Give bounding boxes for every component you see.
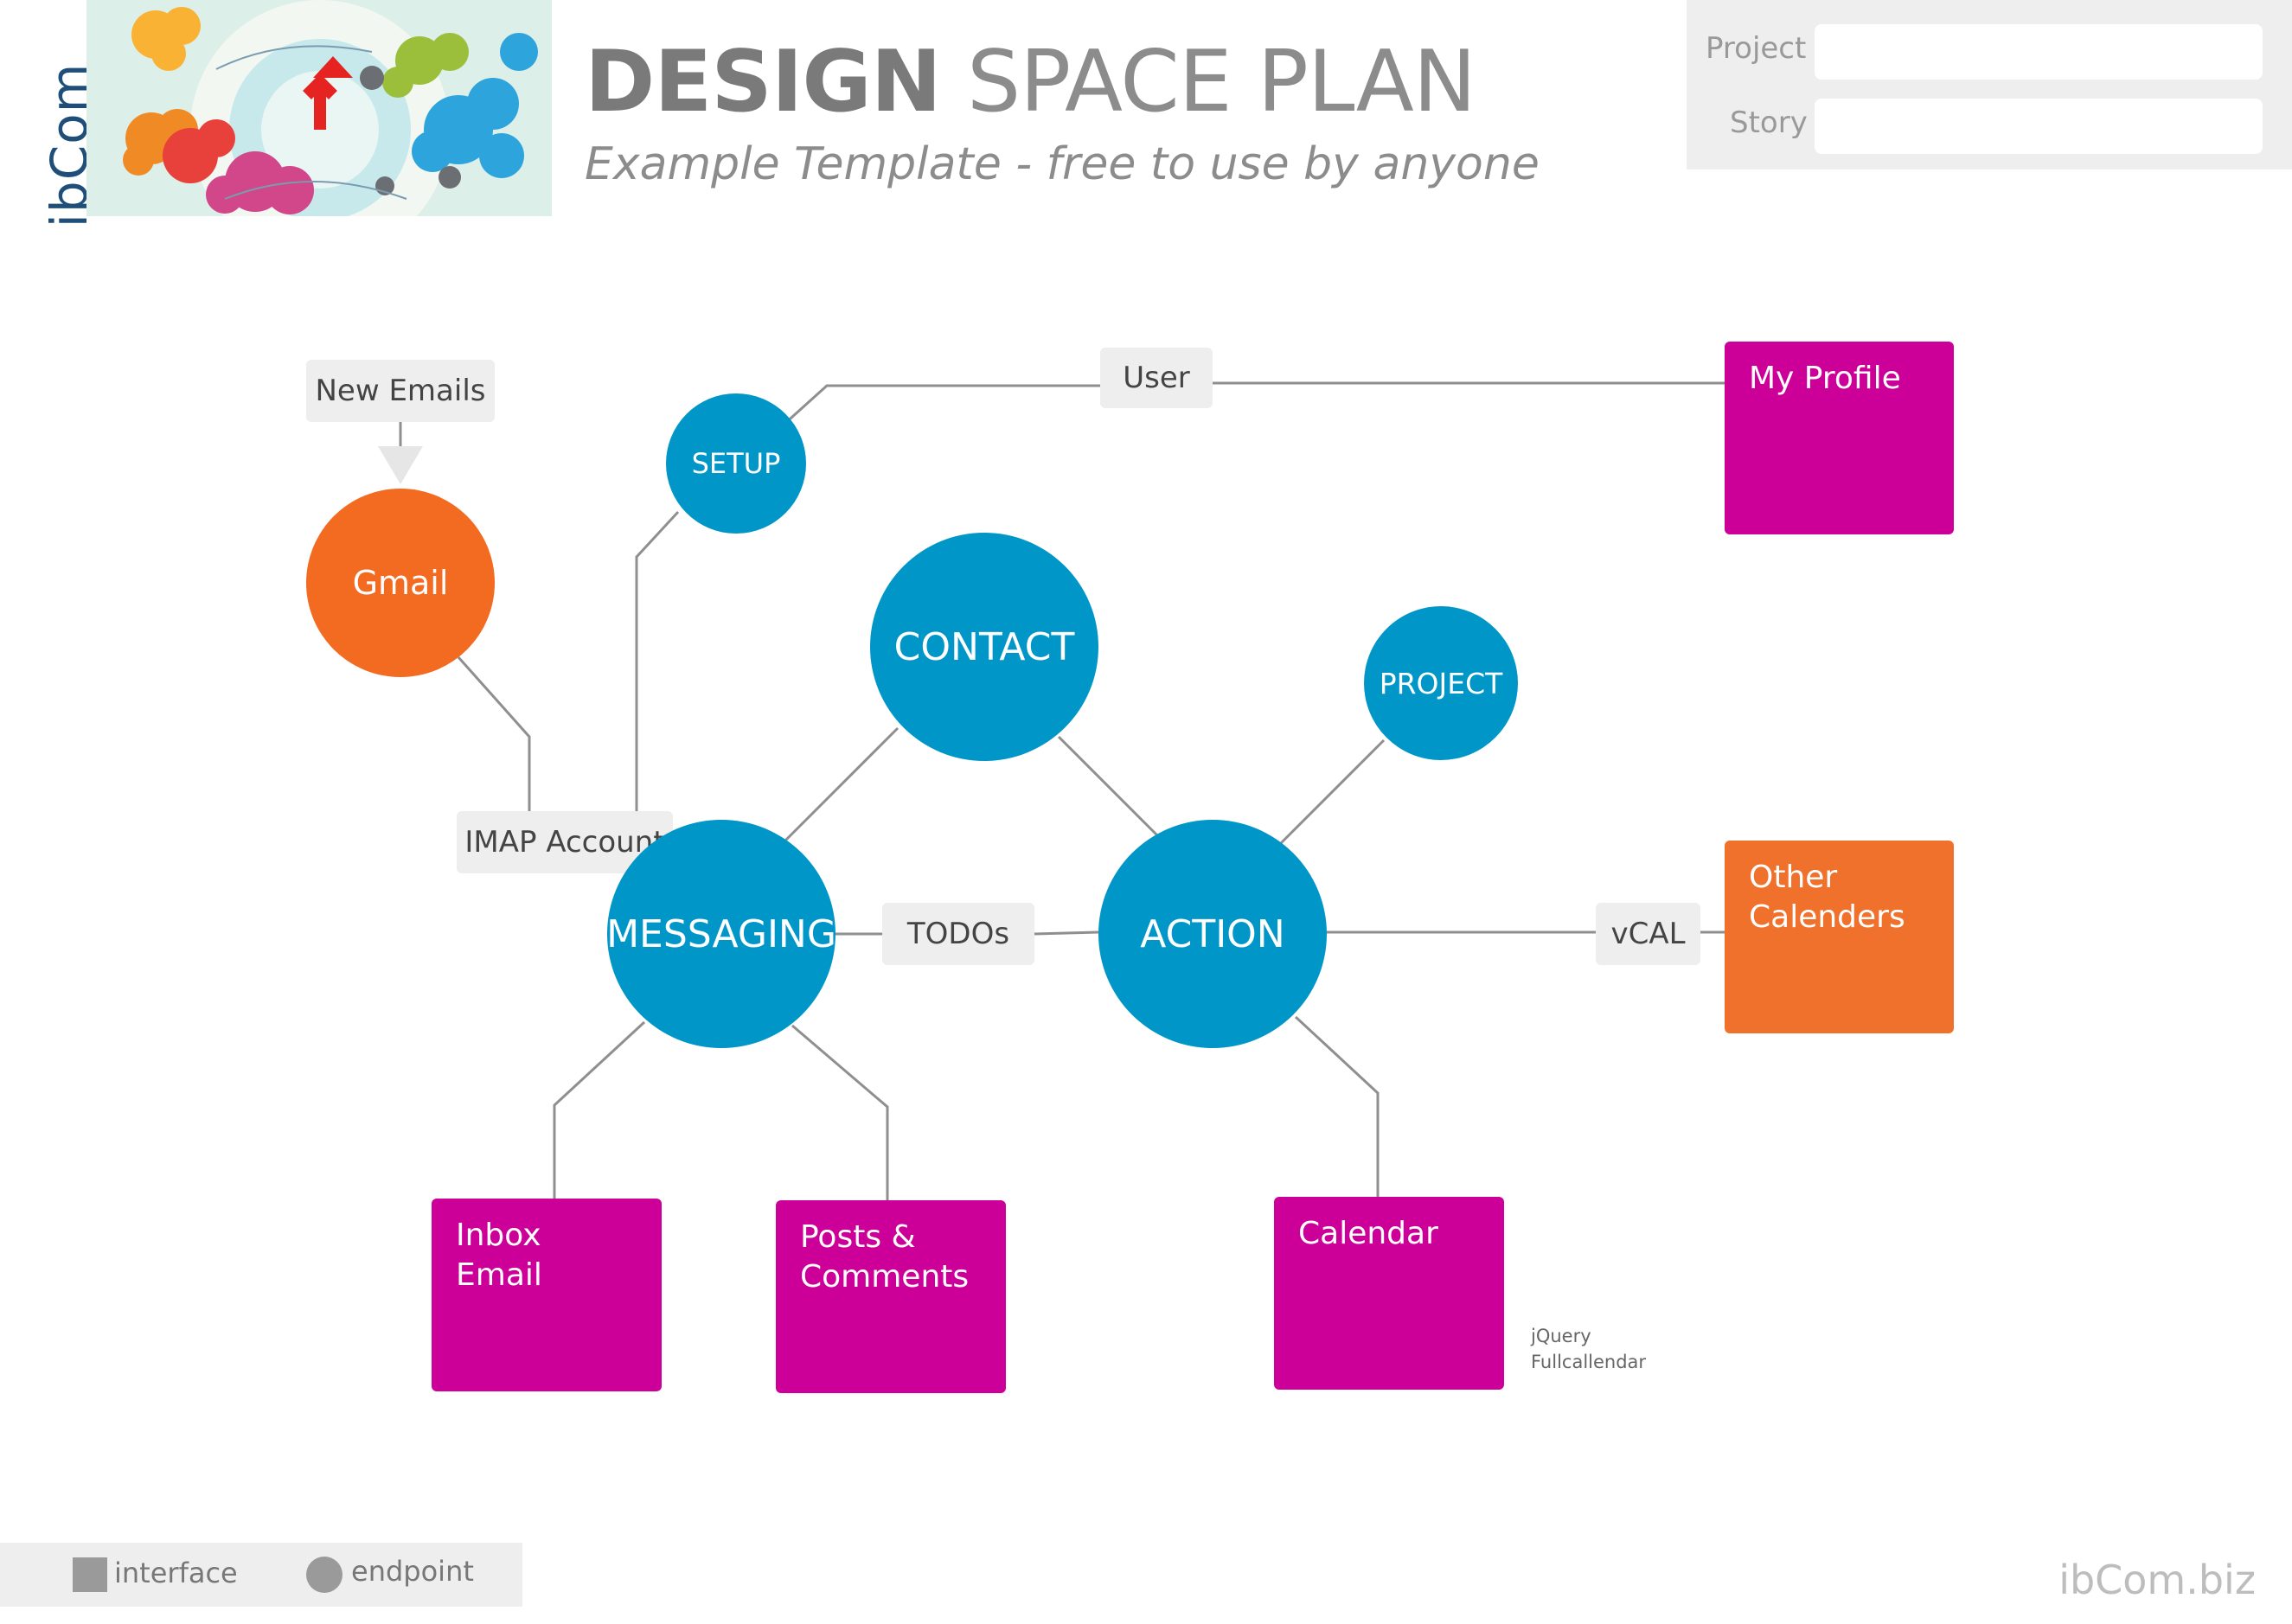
calendar-note-line2: Fullcallendar xyxy=(1531,1352,1647,1372)
calendar-label: Calendar xyxy=(1298,1216,1438,1251)
legend-interface-swatch xyxy=(73,1557,107,1592)
endpoint-project[interactable]: PROJECT xyxy=(1364,606,1518,760)
new-emails-arrow xyxy=(378,446,423,484)
tag-imap-account[interactable]: IMAP Account xyxy=(457,811,673,873)
todos-action-connector xyxy=(1034,930,1099,936)
interface-calendar[interactable]: Calendar xyxy=(1274,1197,1504,1390)
posts-line2: Comments xyxy=(800,1259,970,1295)
page-subtitle: Example Template - free to use by anyone xyxy=(585,138,1540,190)
interface-my-profile[interactable]: My Profile xyxy=(1725,342,1954,534)
endpoint-contact[interactable]: CONTACT xyxy=(870,533,1098,761)
legend-endpoint-label: endpoint xyxy=(351,1555,474,1588)
story-label: Story xyxy=(1730,105,1808,140)
action-project-connector xyxy=(1278,738,1386,846)
meta-panel: Project Story xyxy=(1687,0,2292,169)
messaging-contact-connector xyxy=(784,726,900,842)
other-calendars-line2: Calenders xyxy=(1749,899,1905,935)
imap-setup-connector xyxy=(635,510,680,813)
endpoint-gmail[interactable]: Gmail xyxy=(306,489,495,677)
messaging-inbox-connector xyxy=(553,1020,646,1200)
project-label: Project xyxy=(1706,31,1807,66)
my-profile-label: My Profile xyxy=(1749,361,1901,396)
endpoint-setup[interactable]: SETUP xyxy=(666,393,806,534)
endpoint-action[interactable]: ACTION xyxy=(1098,820,1327,1048)
story-field[interactable] xyxy=(1815,99,2263,154)
tag-vcal[interactable]: vCAL xyxy=(1596,903,1700,965)
posts-line1: Posts & xyxy=(800,1219,916,1255)
interface-inbox-email[interactable]: Inbox Email xyxy=(432,1199,662,1391)
footer-brand: ibCom.biz xyxy=(2058,1557,2256,1603)
interface-other-calendars[interactable]: Other Calenders xyxy=(1725,841,1954,1033)
gmail-imap-connector xyxy=(457,656,531,813)
title-light: SPACE PLAN xyxy=(966,33,1476,131)
messaging-posts-connector xyxy=(791,1024,889,1202)
hero-illustration xyxy=(86,0,552,216)
page-title: DESIGN SPACE PLAN xyxy=(585,33,1476,131)
tag-new-emails[interactable]: New Emails xyxy=(306,360,495,422)
setup-user-connector xyxy=(781,384,1100,427)
calendar-note-line1: jQuery xyxy=(1531,1326,1591,1346)
interface-posts-comments[interactable]: Posts & Comments xyxy=(776,1200,1006,1393)
legend-interface-label: interface xyxy=(114,1557,238,1589)
legend: interface endpoint xyxy=(0,1543,522,1607)
action-calendar-connector xyxy=(1294,1015,1380,1199)
tag-user[interactable]: User xyxy=(1100,348,1213,408)
other-calendars-line1: Other xyxy=(1749,860,1838,895)
contact-action-connector xyxy=(1057,735,1161,839)
project-field[interactable] xyxy=(1815,24,2263,80)
tag-todos[interactable]: TODOs xyxy=(882,903,1034,965)
legend-endpoint-swatch xyxy=(306,1557,343,1593)
calendar-note: jQuery Fullcallendar xyxy=(1531,1323,1646,1375)
title-bold: DESIGN xyxy=(585,33,942,131)
inbox-line2: Email xyxy=(456,1257,542,1293)
inbox-line1: Inbox xyxy=(456,1218,541,1253)
endpoint-messaging[interactable]: MESSAGING xyxy=(606,820,836,1048)
